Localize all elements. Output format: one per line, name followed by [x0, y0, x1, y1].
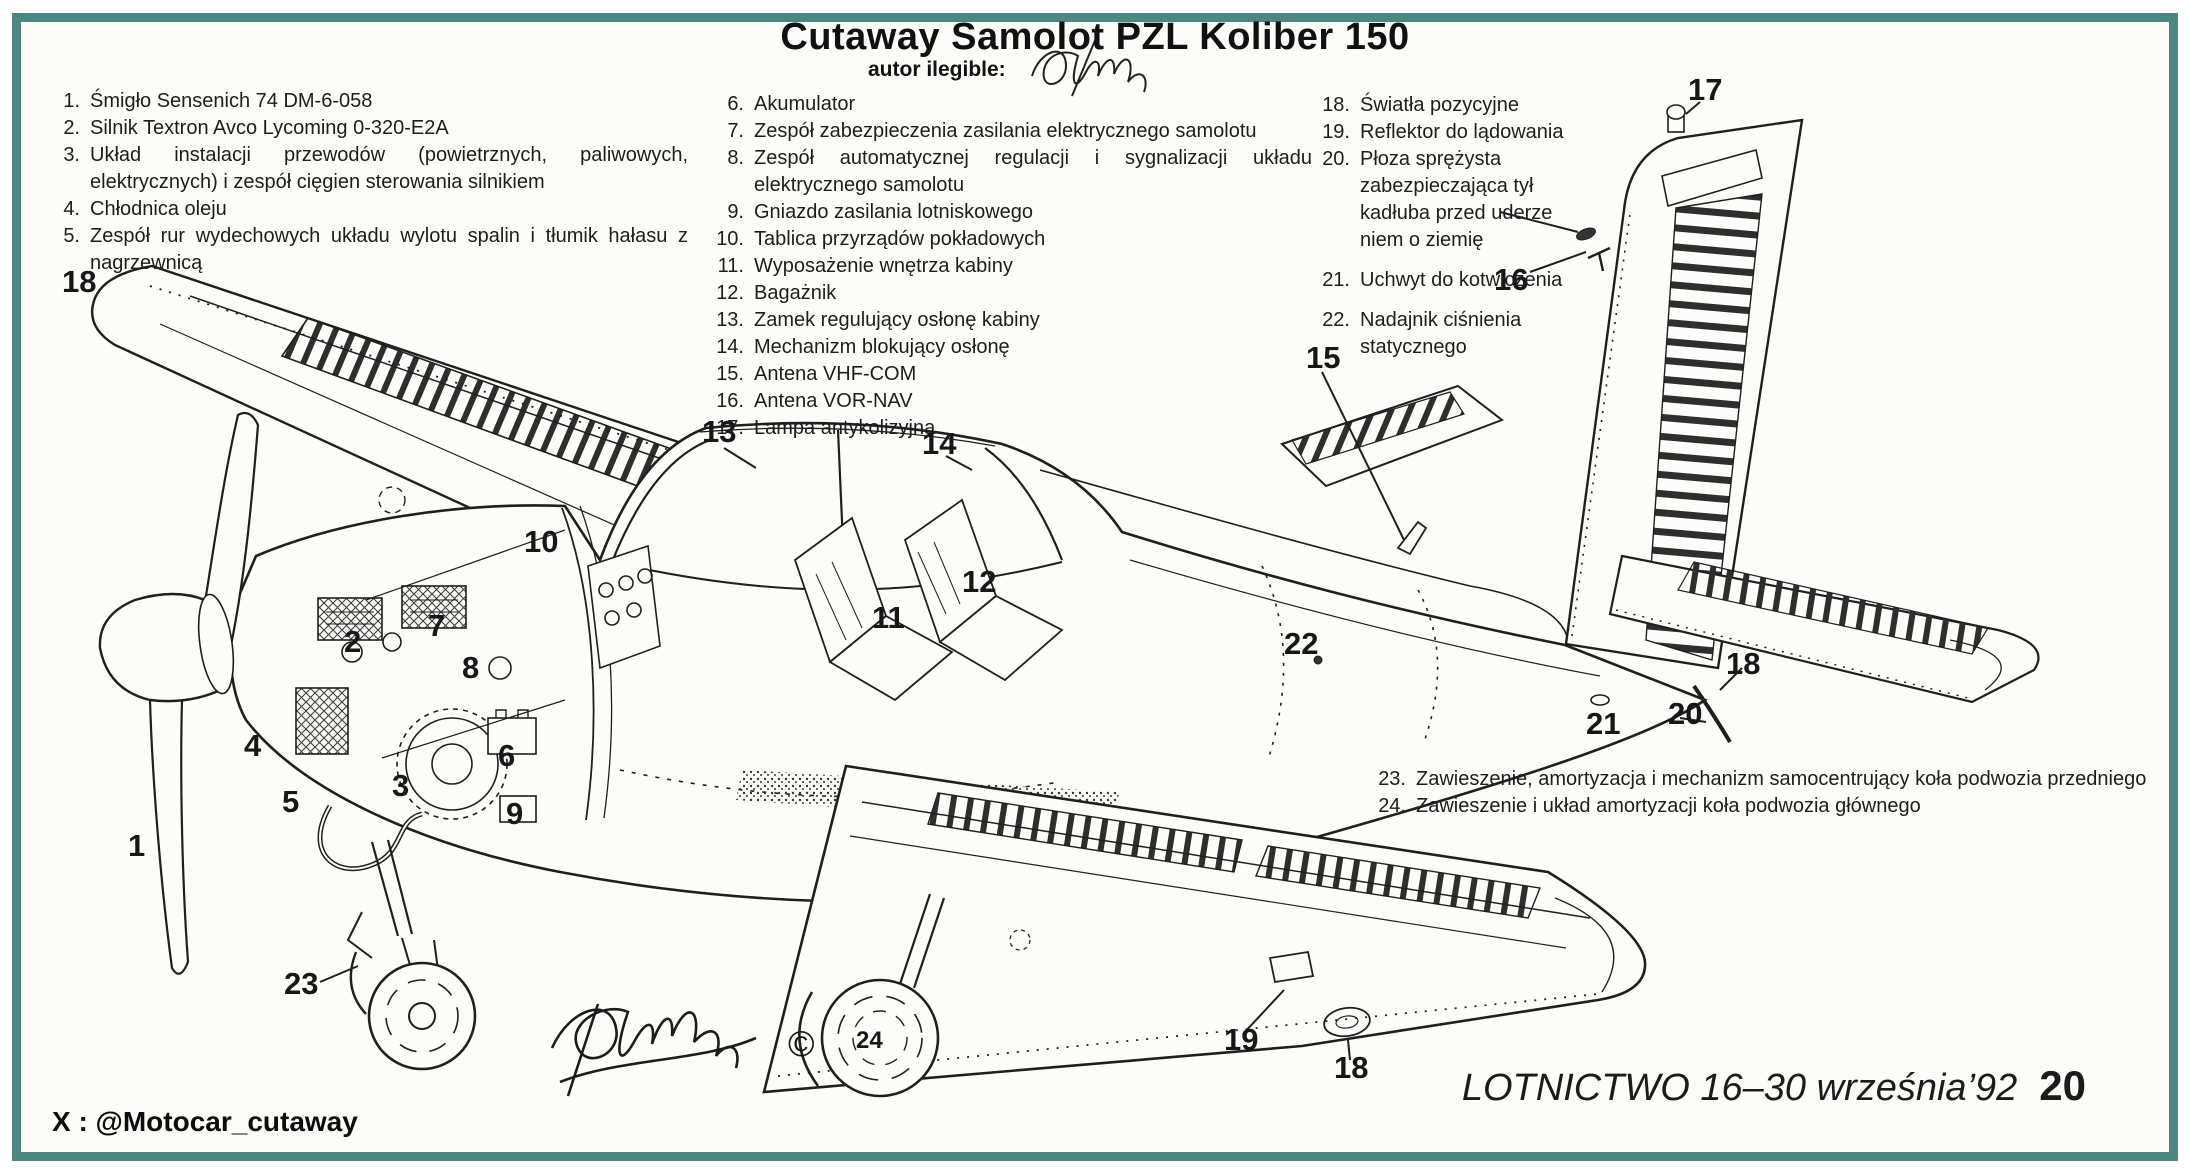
callout-21: 21: [1586, 706, 1620, 741]
author-signature-top: [1031, 37, 1147, 97]
watermark-handle: X : @Motocar_cutaway: [52, 1106, 358, 1137]
callout-22: 22: [1284, 626, 1318, 661]
legend-item: 17.Lampa antykolizyjna: [716, 417, 936, 439]
legend-item: 23.Zawieszenie, amortyzacja i mechanizm …: [1378, 768, 2147, 790]
callout-9: 9: [506, 796, 523, 831]
engine: [295, 529, 566, 872]
magazine-credit: LOTNICTWO 16–30 września’92 20: [1462, 1062, 2086, 1110]
legend-item: 18.Światła pozycyjne: [1322, 94, 1519, 116]
artist-signature: [550, 1003, 757, 1097]
legend-item: 6.Akumulator: [727, 93, 856, 115]
legend-item: 9.Gniazdo zasilania lotniskowego: [727, 201, 1034, 223]
callout-23: 23: [284, 966, 318, 1001]
callout-16: 16: [1494, 262, 1528, 297]
legend-column-bottom: 23.Zawieszenie, amortyzacja i mechanizm …: [1366, 766, 2190, 820]
legend-column-right: 18.Światła pozycyjne 19.Reflektor do ląd…: [1310, 92, 1578, 361]
copyright-icon: ©: [788, 1023, 815, 1064]
callout-11: 11: [872, 600, 905, 635]
legend-column-left: 1.Śmigło Sensenich 74 DM-6-058 2.Silnik …: [48, 88, 688, 277]
callout-8: 8: [462, 650, 479, 685]
callout-7: 7: [428, 608, 445, 643]
legend-item: 22.Nadajnik ciśnienia statycznego: [1322, 309, 1522, 358]
legend-item: 4.Chłodnica oleju: [63, 198, 227, 220]
vor-antenna: [1587, 246, 1611, 272]
callout-6: 6: [498, 738, 515, 773]
callout-15: 15: [1306, 340, 1340, 375]
legend-item: 20.Płoza sprężysta zabezpieczająca tył k…: [1322, 148, 1553, 251]
propeller: [98, 411, 260, 975]
left-wing: [90, 264, 758, 610]
position-light: [1323, 1006, 1371, 1038]
magazine-name: LOTNICTWO 16–30 września’92: [1461, 1067, 2018, 1109]
anti-collision-beacon: [1666, 104, 1686, 133]
legend-item: 19.Reflektor do lądowania: [1322, 121, 1564, 143]
legend-item: 2.Silnik Textron Avco Lycoming 0-320-E2A: [63, 117, 449, 139]
page-title: Cutaway Samolot PZL Koliber 150: [780, 16, 1410, 58]
nose-wheel: [346, 839, 477, 1071]
callout-13: 13: [702, 414, 736, 449]
callout-2: 2: [344, 624, 361, 659]
magazine-page-number: 20: [2039, 1062, 2086, 1109]
legend-item: 8.Zespół automatycznej regulacji i sygna…: [727, 147, 1312, 196]
legend-item: 11.Wyposażenie wnętrza kabiny: [717, 255, 1013, 277]
legend-item: 24.Zawieszenie i układ amortyzacji koła …: [1378, 795, 1921, 817]
callout-numbers: 18 1 23 4 5 2 3 7 8 6 9 10 13 14 11 12 2…: [62, 72, 1760, 1085]
legend-item: 7.Zespół zabezpieczenia zasilania elektr…: [727, 120, 1257, 142]
callout-19: 19: [1224, 1022, 1258, 1057]
legend-item: 16.Antena VOR-NAV: [716, 390, 913, 412]
callout-1: 1: [128, 828, 145, 863]
main-wheel: [798, 893, 946, 1098]
legend-item: 21.Uchwyt do kotwiczenia: [1322, 269, 1563, 291]
callout-17: 17: [1688, 72, 1722, 107]
callout-5: 5: [282, 784, 299, 819]
legend-item: 14.Mechanizm blokujący osłonę: [716, 336, 1010, 358]
callout-18-left-wing: 18: [62, 264, 96, 299]
legend-item: 5.Zespół rur wydechowych układu wylotu s…: [63, 225, 688, 274]
legend-item: 1.Śmigło Sensenich 74 DM-6-058: [63, 90, 373, 112]
landing-gear: [346, 839, 946, 1098]
callout-10: 10: [524, 524, 558, 559]
landing-light: [1268, 950, 1315, 984]
callout-18-tail: 18: [1726, 646, 1760, 681]
callout-4: 4: [244, 728, 262, 763]
callout-14: 14: [922, 426, 957, 461]
tail: [1280, 104, 2040, 744]
vhf-antenna: [1396, 520, 1428, 556]
right-wing: [762, 764, 1647, 1094]
legend-item: 15.Antena VHF-COM: [716, 363, 917, 385]
callout-18-wingtip: 18: [1334, 1050, 1368, 1085]
legend-item: 10.Tablica przyrządów pokładowych: [716, 228, 1046, 250]
callout-12: 12: [962, 564, 996, 599]
callout-3: 3: [392, 768, 409, 803]
callout-20: 20: [1668, 696, 1702, 731]
leader-lines: [319, 101, 1743, 1061]
callout-24: 24: [856, 1027, 883, 1054]
legend-item: 3.Układ instalacji przewodów (powietrzny…: [63, 144, 688, 193]
legend-item: 12.Bagażnik: [716, 282, 837, 304]
legend-column-middle: 6.Akumulator 7.Zespół zabezpieczenia zas…: [704, 91, 1312, 442]
author-label: autor ilegible:: [868, 58, 1006, 81]
legend-item: 13.Zamek regulujący osłonę kabiny: [716, 309, 1040, 331]
